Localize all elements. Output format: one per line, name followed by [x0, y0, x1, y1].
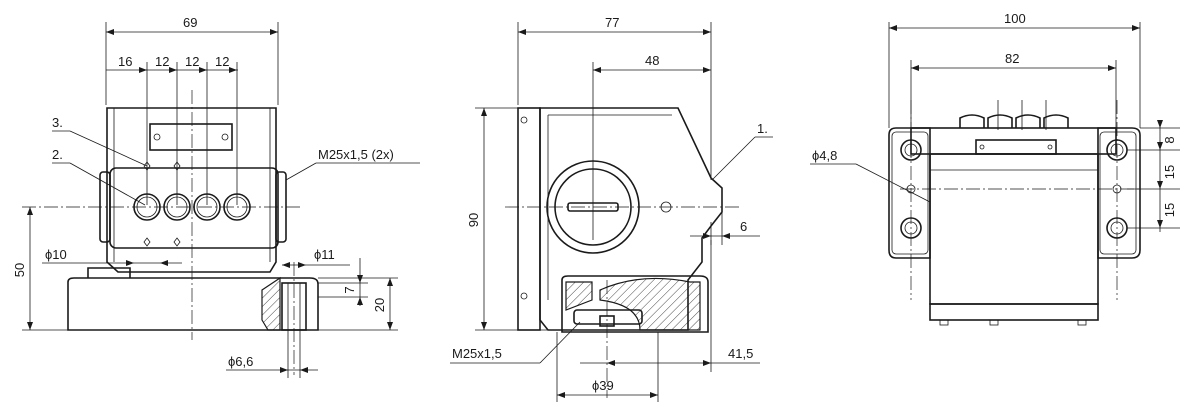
- dim-dia-4-8-label: ϕ4,8: [812, 148, 837, 163]
- dim-dia-11: ϕ11: [282, 247, 350, 268]
- dim-15b-label: 15: [1162, 203, 1177, 217]
- dim-48-label: 48: [645, 53, 659, 68]
- thread-front-label: M25x1,5 (2x): [318, 147, 394, 162]
- callout-1-label: 1.: [757, 121, 768, 136]
- dim-12b-label: 12: [185, 54, 199, 69]
- dim-20-label: 20: [372, 298, 387, 312]
- dim-thread-front: M25x1,5 (2x): [285, 147, 420, 181]
- dim-90-label: 90: [466, 213, 481, 227]
- dim-100: 100: [888, 11, 1141, 128]
- dim-15a-label: 15: [1162, 165, 1177, 179]
- dim-7-label: 7: [342, 286, 357, 293]
- dim-100-label: 100: [1004, 11, 1026, 26]
- dim-12c-label: 12: [215, 54, 229, 69]
- dim-69: 69: [105, 15, 279, 105]
- dim-dia-10-label: ϕ10: [45, 247, 67, 262]
- callout-2-label: 2.: [52, 147, 63, 162]
- front-view: 69 16 12 12 12: [12, 15, 420, 378]
- dim-41-5: 41,5: [580, 240, 760, 372]
- dim-dia-4-8: ϕ4,8: [810, 148, 931, 203]
- dim-6: 6: [690, 212, 760, 245]
- dim-77-label: 77: [605, 15, 619, 30]
- dim-50-label: 50: [12, 263, 27, 277]
- dim-69-label: 69: [183, 15, 197, 30]
- dim-8-label: 8: [1162, 136, 1177, 143]
- front-housing: [99, 107, 287, 273]
- callouts-front: 3. 2.: [52, 115, 148, 206]
- dim-12a-label: 12: [155, 54, 169, 69]
- dim-segments: 16 12 12 12: [106, 54, 238, 205]
- dim-dia-10: ϕ10: [42, 247, 182, 266]
- callout-3-label: 3.: [52, 115, 63, 130]
- dim-82: 82: [910, 51, 1117, 130]
- thread-side-label: M25x1,5: [452, 346, 502, 361]
- dim-7-20: 7 20: [318, 258, 398, 331]
- dim-16-label: 16: [118, 54, 132, 69]
- dim-dia-39-label: ϕ39: [592, 378, 614, 393]
- front-base: [67, 267, 319, 331]
- dim-thread-side: M25x1,5: [450, 321, 581, 364]
- dim-90: 90: [466, 107, 548, 331]
- side-view: 77 48: [450, 15, 773, 402]
- dim-right-stack: 8 15 15: [1127, 120, 1180, 232]
- dim-82-label: 82: [1005, 51, 1019, 66]
- callout-1: 1.: [711, 121, 773, 181]
- dim-48: 48: [592, 53, 711, 240]
- top-buttons: [959, 100, 1069, 130]
- dim-6-label: 6: [740, 219, 747, 234]
- dim-77: 77: [517, 15, 712, 180]
- dim-50: 50: [12, 207, 68, 331]
- dim-41-5-label: 41,5: [728, 346, 753, 361]
- dim-dia-6-6-label: ϕ6,6: [228, 354, 253, 369]
- dim-dia-6-6: ϕ6,6: [226, 330, 318, 378]
- top-view: 100 82: [810, 11, 1180, 326]
- dim-dia-39: ϕ39: [556, 332, 659, 402]
- top-housing: [888, 127, 1141, 326]
- dim-dia-11-label: ϕ11: [314, 247, 335, 262]
- side-base: [561, 275, 709, 398]
